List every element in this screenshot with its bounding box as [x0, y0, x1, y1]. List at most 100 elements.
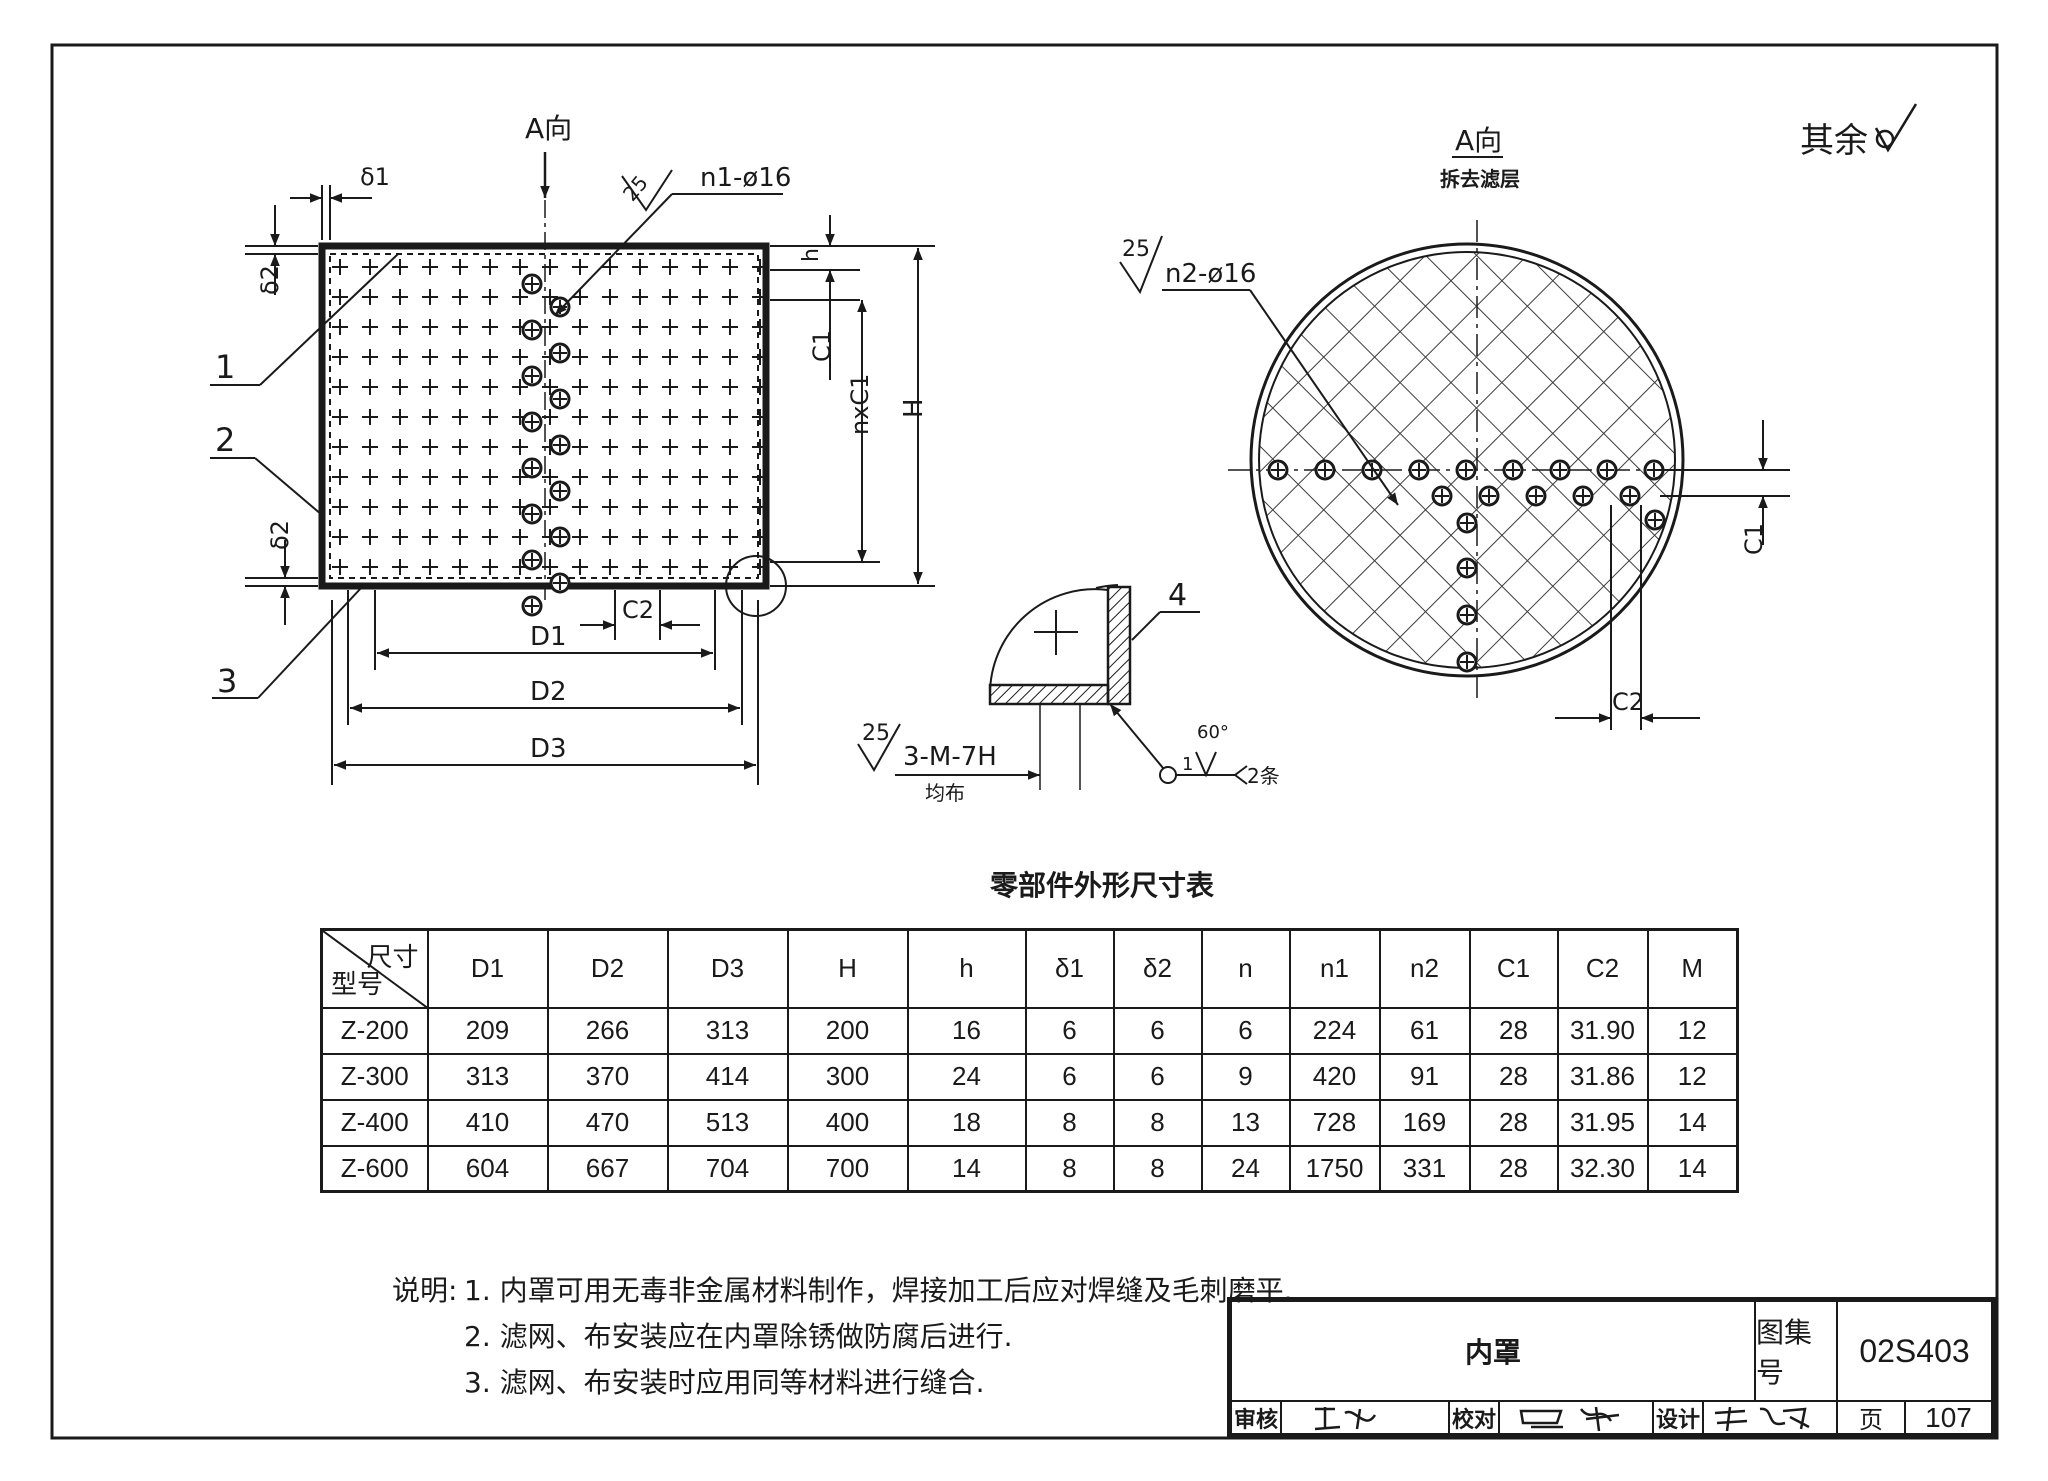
table-cell: 209 [426, 1006, 549, 1055]
svg-text:D3: D3 [530, 734, 567, 764]
table-cell: 300 [786, 1052, 909, 1101]
hole-cross [553, 530, 567, 544]
hole-cross [1271, 463, 1285, 477]
note-item: 3. 滤网、布安装时应用同等材料进行缝合. [464, 1366, 985, 1399]
table-cell: 200 [786, 1006, 909, 1055]
column-header: D3 [666, 928, 789, 1009]
table-cell: 8 [1024, 1098, 1115, 1147]
check-label: 校对 [1448, 1400, 1500, 1435]
table-cell: 14 [906, 1144, 1027, 1193]
hole-cross [1506, 463, 1520, 477]
weld-detail-view: 4 25 3-M-7H 均布 60° 1 2条 [857, 578, 1280, 805]
svg-text:C1: C1 [1740, 523, 1768, 555]
corner-top-label: 尺寸 [366, 942, 419, 972]
hole-cross [553, 576, 567, 590]
table-cell: 18 [906, 1098, 1027, 1147]
table-cell: 24 [1200, 1144, 1291, 1193]
svg-text:n1-ø16: n1-ø16 [700, 163, 791, 193]
table-cell: 313 [666, 1006, 789, 1055]
table-cell: 313 [426, 1052, 549, 1101]
page-label: 页 [1836, 1400, 1906, 1435]
hole-cross [1600, 463, 1614, 477]
table-cell: 8 [1112, 1144, 1203, 1193]
svg-text:nxC1: nxC1 [846, 374, 874, 435]
table-cell: 24 [906, 1052, 1027, 1101]
hole-cross [1460, 561, 1474, 575]
table-cell: 12 [1646, 1052, 1739, 1101]
left-section-view: A向 [318, 112, 787, 617]
svg-text:C2: C2 [622, 596, 654, 624]
model-cell: Z-200 [320, 1006, 429, 1055]
svg-text:3-M-7H: 3-M-7H [903, 742, 997, 772]
column-header: H [786, 928, 909, 1009]
hole-cross [553, 346, 567, 360]
column-header: M [1646, 928, 1739, 1009]
model-cell: Z-600 [320, 1144, 429, 1193]
note-item: 1. 内罩可用无毒非金属材料制作，焊接加工后应对焊缝及毛刺磨平. [464, 1274, 1293, 1307]
table-cell: 410 [426, 1098, 549, 1147]
notes-block: 说明: 1. 内罩可用无毒非金属材料制作，焊接加工后应对焊缝及毛刺磨平. 2. … [392, 1268, 1293, 1406]
view-a-label: A向 [525, 112, 572, 145]
dimension-table: 尺寸 型号 D1 D2 D3 H h δ1 δ2 n n1 n2 C1 C2 M… [320, 928, 1739, 1193]
table-cell: 370 [546, 1052, 669, 1101]
hole-cross [553, 438, 567, 452]
table-cell: 28 [1468, 1098, 1559, 1147]
table-cell: 8 [1024, 1144, 1115, 1193]
hole-cross [1459, 463, 1473, 477]
table-cell: 224 [1288, 1006, 1381, 1055]
svg-text:h: h [799, 248, 824, 262]
corner-diagonal [323, 931, 429, 1009]
right-view-dimension-labels: C1 C2 [1612, 523, 1768, 716]
column-header: n2 [1378, 928, 1471, 1009]
table-cell: 400 [786, 1098, 909, 1147]
column-header: C2 [1556, 928, 1649, 1009]
svg-text:D2: D2 [530, 677, 567, 707]
svg-text:C1: C1 [808, 330, 836, 362]
svg-text:60°: 60° [1197, 722, 1229, 743]
table-title: 零部件外形尺寸表 [990, 869, 1214, 902]
table-cell: 61 [1378, 1006, 1471, 1055]
table-cell: 8 [1112, 1098, 1203, 1147]
svg-text:δ1: δ1 [360, 163, 390, 191]
model-cell: Z-300 [320, 1052, 429, 1101]
table-cell: 1750 [1288, 1144, 1381, 1193]
design-signature-mark [1714, 1406, 1810, 1431]
table-cell: 6 [1024, 1006, 1115, 1055]
table-cell: 6 [1200, 1006, 1291, 1055]
view-a-sublabel: 拆去滤层 [1440, 167, 1520, 191]
hole-cross [525, 323, 539, 337]
hole-cross [1460, 655, 1474, 669]
table-cell: 28 [1468, 1052, 1559, 1101]
hole-cross [1412, 463, 1426, 477]
hole-cross [1576, 489, 1590, 503]
hole-cross [525, 553, 539, 567]
left-view-dimension-labels: δ1 δ2 δ2 h C1 nxC1 H C2 D1 D2 D3 [256, 163, 929, 764]
table-cell: 16 [906, 1006, 1027, 1055]
hole-cross [1623, 489, 1637, 503]
part-callout-labels: 1 2 3 [215, 348, 237, 700]
svg-text:n2-ø16: n2-ø16 [1165, 259, 1256, 289]
table-cell: 32.30 [1556, 1144, 1649, 1193]
page-number: 107 [1904, 1400, 1993, 1435]
table-cell: 704 [666, 1144, 789, 1193]
svg-text:δ2: δ2 [256, 265, 284, 295]
table-row: Z-600 604 667 704 700 14 8 8 24 1750 331… [320, 1144, 1739, 1193]
column-header: C1 [1468, 928, 1559, 1009]
design-signature [1702, 1400, 1838, 1435]
notes-label: 说明: [392, 1274, 458, 1307]
table-row: Z-300 313 370 414 300 24 6 6 9 420 91 28… [320, 1052, 1739, 1101]
svg-text:25: 25 [1122, 237, 1150, 262]
table-cell: 728 [1288, 1098, 1381, 1147]
right-plan-view: A向 拆去滤层 [1228, 124, 1706, 700]
view-a-label-right: A向 [1455, 124, 1502, 157]
table-cell: 28 [1468, 1006, 1559, 1055]
table-cell: 6 [1112, 1052, 1203, 1101]
table-cell: 31.90 [1556, 1006, 1649, 1055]
hole-cross [525, 369, 539, 383]
table-cell: 700 [786, 1144, 909, 1193]
table-corner-cell: 尺寸 型号 [320, 928, 429, 1009]
hole-pattern-right [1267, 459, 1666, 673]
hole-cross [1648, 513, 1662, 527]
hole-cross [1529, 489, 1543, 503]
